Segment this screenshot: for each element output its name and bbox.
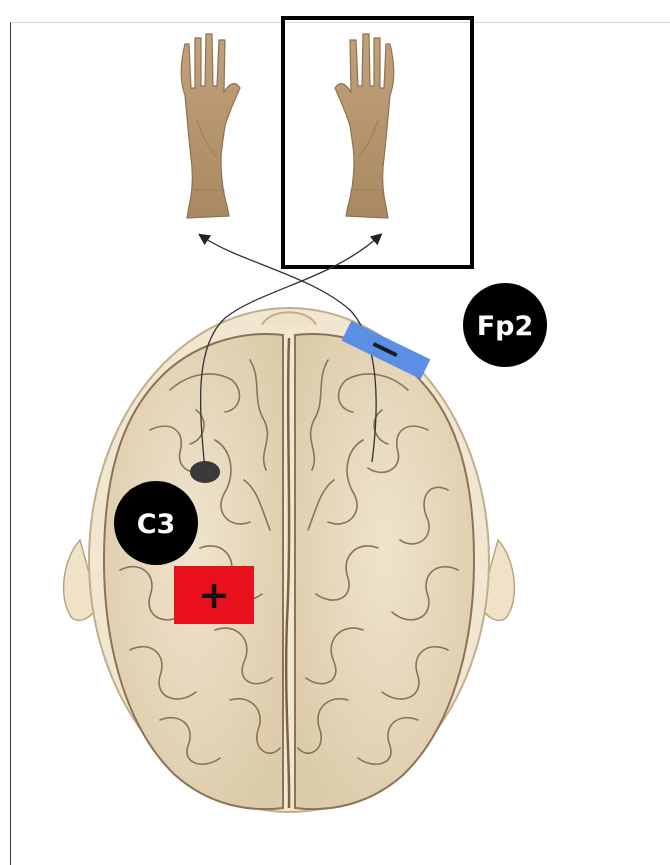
anode-electrode-pad: + (174, 566, 254, 624)
figure-stage: + C3 Fp2 (0, 0, 670, 843)
right-hand-icon (335, 34, 394, 218)
left-hand-icon (181, 34, 240, 218)
electrode-label-fp2: Fp2 (463, 283, 547, 367)
electrode-label-c3: C3 (114, 481, 198, 565)
tdcs-montage-diagram: + C3 Fp2 (0, 0, 670, 843)
anode-plus-sign: + (198, 573, 230, 617)
fp2-label-text: Fp2 (477, 311, 534, 342)
motor-cortex-dot-icon (190, 461, 220, 483)
c3-label-text: C3 (137, 509, 176, 540)
